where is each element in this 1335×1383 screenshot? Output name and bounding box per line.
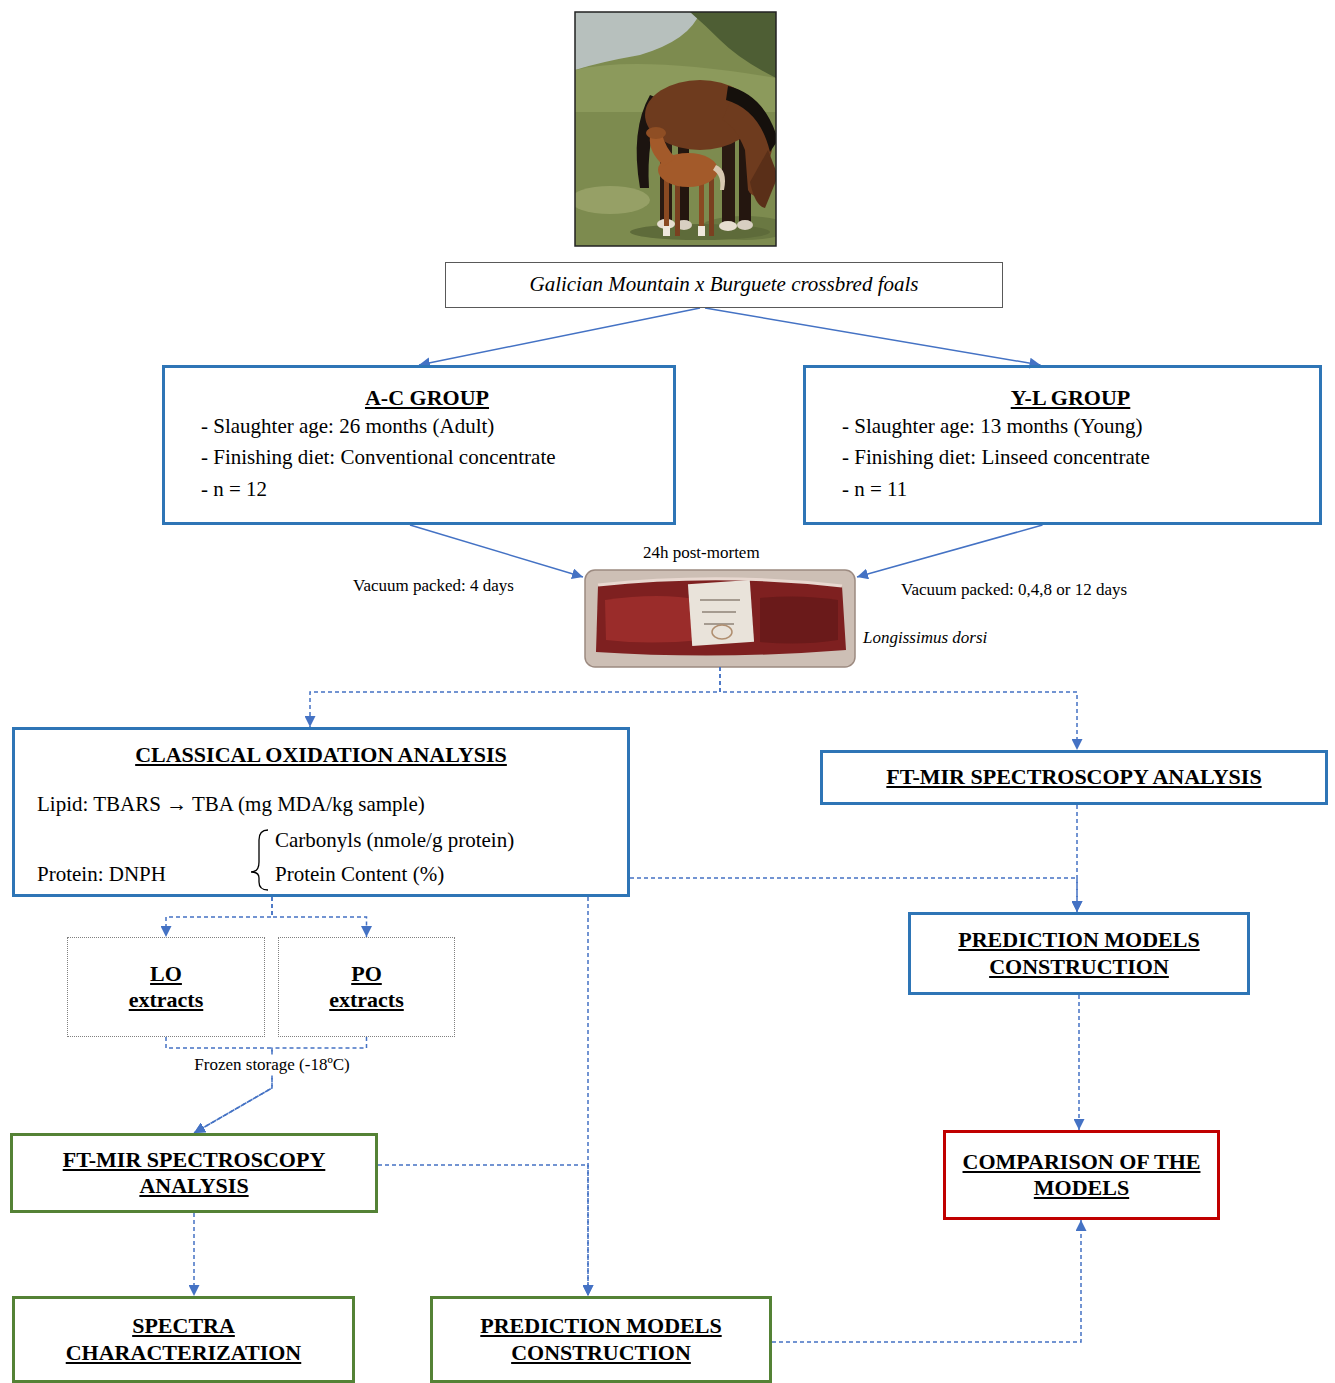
horse-photo <box>575 12 776 246</box>
box-heading: SPECTRA CHARACTERIZATION <box>29 1313 338 1366</box>
group-box: Y-L GROUP- Slaughter age: 13 months (You… <box>803 365 1322 525</box>
foal-leg <box>675 180 680 236</box>
foal-leg <box>699 180 704 236</box>
dashed-arrow <box>1076 805 1078 912</box>
photo-water <box>575 12 700 70</box>
meat-frame <box>585 570 855 667</box>
box-heading: PO extracts <box>312 961 422 1014</box>
mare-head <box>750 150 776 208</box>
source-box: Galician Mountain x Burguete crossbred f… <box>445 262 1003 308</box>
dashed-arrow <box>378 1165 588 1296</box>
box-text: - Finishing diet: Linseed concentrate <box>842 442 1299 474</box>
box-heading: PREDICTION MODELS CONSTRUCTION <box>447 1313 755 1366</box>
foal-sock <box>663 226 670 236</box>
arrow <box>410 525 583 577</box>
mare-hoof <box>737 220 753 230</box>
box-heading: CLASSICAL OXIDATION ANALYSIS <box>15 742 627 768</box>
storage-note: Frozen storage (-18ºC) <box>191 1055 352 1075</box>
loin-meat <box>596 579 846 656</box>
foal-head <box>646 127 666 139</box>
loin-meat-shade <box>760 596 838 643</box>
box-text: Protein: DNPH <box>37 862 166 887</box>
mare-hoof <box>719 221 737 231</box>
group-box: A-C GROUP- Slaughter age: 26 months (Adu… <box>162 365 676 525</box>
foal-sock <box>698 226 705 236</box>
foal-tail <box>713 165 725 190</box>
box-text: - Slaughter age: 26 months (Adult) <box>201 411 653 443</box>
box-heading: COMPARISON OF THE MODELS <box>960 1149 1203 1202</box>
analysis-box: FT-MIR SPECTROSCOPY ANALYSIS <box>820 750 1328 805</box>
box-heading: PREDICTION MODELS CONSTRUCTION <box>925 927 1233 980</box>
dashed-arrow <box>587 897 589 1296</box>
box-heading: Y-L GROUP <box>842 385 1299 411</box>
vacuum-pack <box>585 570 855 667</box>
loin-meat-shade <box>605 596 702 643</box>
muscle-name: Longissimus dorsi <box>863 628 987 648</box>
grass-patch <box>575 186 650 214</box>
pack-label-mark <box>712 625 732 639</box>
model-box: PREDICTION MODELS CONSTRUCTION <box>908 912 1250 995</box>
box-heading: FT-MIR SPECTROSCOPY ANALYSIS <box>27 1147 361 1200</box>
arrow <box>857 525 1043 577</box>
dashed-arrow <box>720 667 1077 750</box>
meat-sample: Longissimus dorsi <box>585 570 855 667</box>
analysis-box: FT-MIR SPECTROSCOPY ANALYSIS <box>10 1133 378 1213</box>
model-box: PREDICTION MODELS CONSTRUCTION <box>430 1296 772 1383</box>
edge-label: Vacuum packed: 4 days <box>350 576 517 596</box>
box-text: - Slaughter age: 13 months (Young) <box>842 411 1299 443</box>
dashed-arrow <box>194 1037 367 1133</box>
dashed-arrow <box>1078 995 1080 1130</box>
box-text: - n = 11 <box>842 474 1299 506</box>
dashed-arrow <box>193 1213 195 1296</box>
box-text: - n = 12 <box>201 474 653 506</box>
box-text: - Finishing diet: Conventional concentra… <box>201 442 653 474</box>
curly-bracket <box>251 830 268 890</box>
box-text: Carbonyls (nmole/g protein) <box>275 828 514 853</box>
mare-mane <box>726 86 776 152</box>
arrow <box>705 308 1041 365</box>
extract-box: PO extracts <box>278 937 455 1037</box>
foal-leg <box>664 178 669 236</box>
box-heading: FT-MIR SPECTROSCOPY ANALYSIS <box>837 764 1311 790</box>
extract-box: LO extracts <box>67 937 265 1037</box>
dashed-arrow <box>166 897 272 937</box>
arrow <box>419 308 700 365</box>
box-heading: A-C GROUP <box>201 385 653 411</box>
meat-photo <box>585 570 855 667</box>
comparison-box: COMPARISON OF THE MODELS <box>943 1130 1220 1220</box>
dashed-arrow <box>630 878 1077 912</box>
result-box: SPECTRA CHARACTERIZATION <box>12 1296 355 1383</box>
pack-label-marks <box>700 600 740 624</box>
box-text: Lipid: TBARS → TBA (mg MDA/kg sample) <box>37 792 425 817</box>
dashed-arrow <box>272 897 367 937</box>
dashed-arrow <box>310 667 720 727</box>
box-text: Protein Content (%) <box>275 862 444 887</box>
box-text: Galician Mountain x Burguete crossbred f… <box>460 272 988 297</box>
analysis-box: CLASSICAL OXIDATION ANALYSIS Lipid: TBARS… <box>12 727 630 897</box>
time-note: 24h post-mortem <box>640 543 763 563</box>
photo-frame <box>575 12 776 246</box>
foal-leg <box>709 178 714 236</box>
edge-label: Vacuum packed: 0,4,8 or 12 days <box>898 580 1130 600</box>
dashed-arrow <box>772 1220 1081 1342</box>
box-heading: LO extracts <box>111 961 221 1014</box>
pack-label <box>688 580 754 646</box>
